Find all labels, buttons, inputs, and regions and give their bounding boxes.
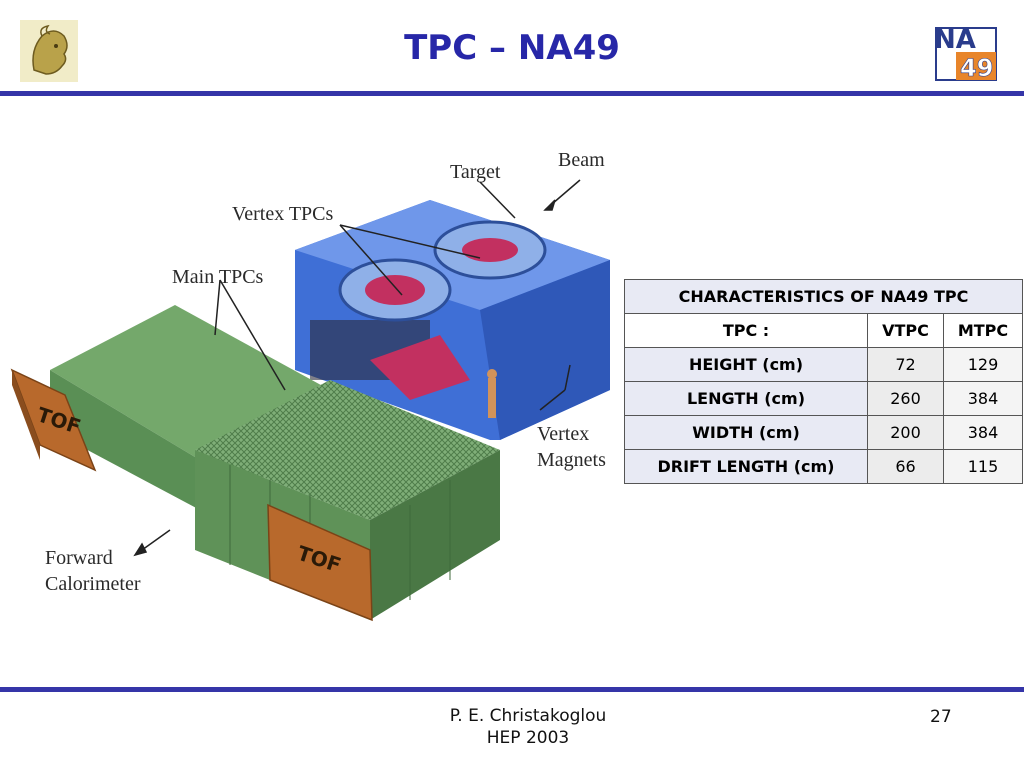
- header-mtpc: MTPC: [943, 313, 1023, 348]
- table-row: DRIFT LENGTH (cm) 66 115: [624, 449, 1023, 484]
- footer-author: P. E. Christakoglou: [449, 706, 607, 726]
- mtpc-value: 129: [943, 347, 1023, 382]
- characteristics-table: CHARACTERISTICS OF NA49 TPC TPC : VTPC M…: [624, 279, 1023, 484]
- vtpc-value: 66: [867, 449, 944, 484]
- tof-wall-right: TOF: [267, 503, 373, 622]
- vtpc-value: 72: [867, 347, 944, 382]
- footer-author-block: P. E. Christakoglou HEP 2003: [400, 705, 656, 749]
- header-vtpc: VTPC: [867, 313, 944, 348]
- table-caption: CHARACTERISTICS OF NA49 TPC: [624, 279, 1023, 314]
- row-label: DRIFT LENGTH (cm): [624, 449, 868, 484]
- label-forward-1: Forward: [45, 547, 113, 569]
- logo-na-text: NA: [934, 25, 976, 55]
- table-row: HEIGHT (cm) 72 129: [624, 347, 1023, 382]
- logo-49-text: 49: [960, 54, 993, 82]
- mtpc-value: 384: [943, 415, 1023, 450]
- vtpc-value: 200: [867, 415, 944, 450]
- footer-event: HEP 2003: [486, 728, 570, 748]
- mtpc-value: 384: [943, 381, 1023, 416]
- table-row: WIDTH (cm) 200 384: [624, 415, 1023, 450]
- row-label: WIDTH (cm): [624, 415, 868, 450]
- slide-title: TPC – NA49: [404, 28, 620, 68]
- table-header-row: TPC : VTPC MTPC: [624, 313, 1023, 348]
- mtpc-value: 115: [943, 449, 1023, 484]
- table-row: LENGTH (cm) 260 384: [624, 381, 1023, 416]
- vertex-magnets: [295, 200, 610, 440]
- label-vertex-tpcs: Vertex TPCs: [232, 203, 334, 225]
- header-label: TPC :: [624, 313, 868, 348]
- na49-logo: NA 49: [930, 20, 1002, 84]
- footer-divider: [0, 687, 1024, 692]
- label-beam: Beam: [558, 149, 605, 171]
- vtpc-value: 260: [867, 381, 944, 416]
- row-label: HEIGHT (cm): [624, 347, 868, 382]
- label-main-tpcs: Main TPCs: [172, 266, 264, 288]
- header-divider: [0, 91, 1024, 96]
- label-forward-2: Calorimeter: [45, 573, 141, 595]
- table-caption-row: CHARACTERISTICS OF NA49 TPC: [624, 279, 1023, 314]
- row-label: LENGTH (cm): [624, 381, 868, 416]
- na49-detector-diagram: TOF TOF Beam Target Vertex TPCs Main TPC…: [10, 140, 620, 640]
- label-target: Target: [450, 161, 501, 183]
- label-vertex-magnets-1: Vertex: [537, 423, 589, 445]
- university-logo: [20, 20, 78, 82]
- label-vertex-magnets-2: Magnets: [537, 449, 606, 471]
- page-number: 27: [930, 707, 952, 727]
